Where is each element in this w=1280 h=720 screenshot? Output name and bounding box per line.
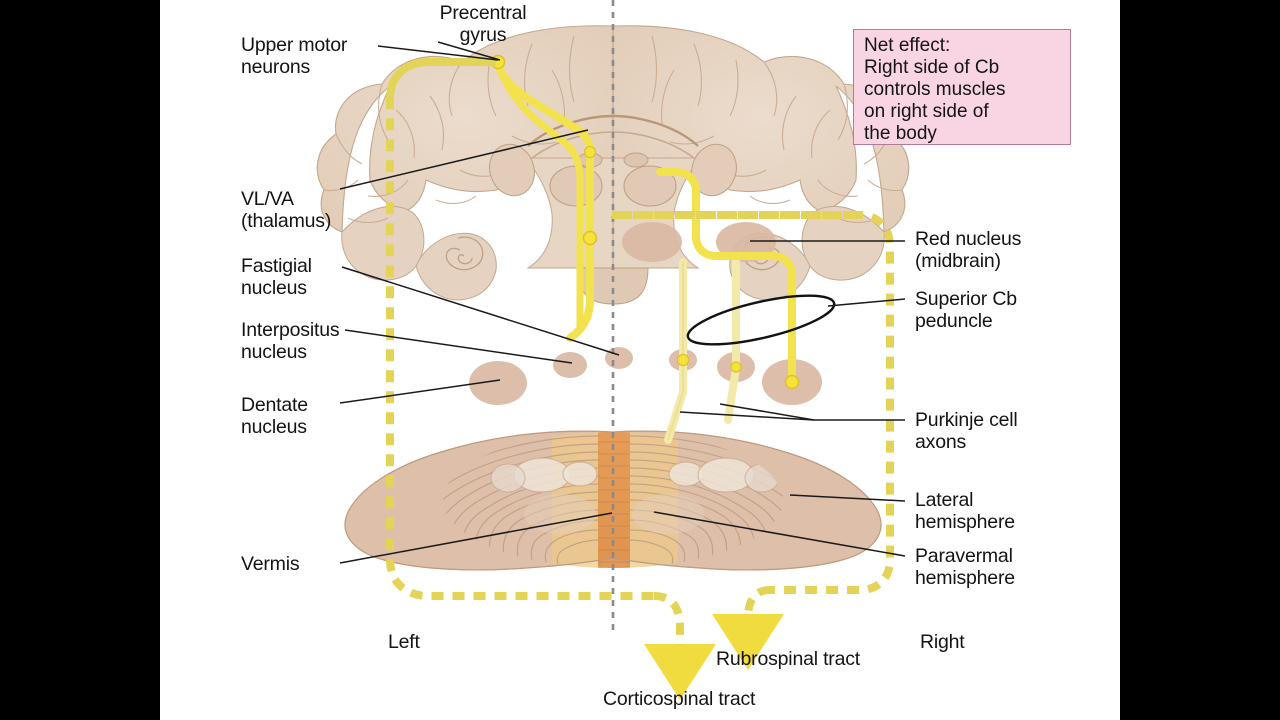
label-fastigial-nucleus: Fastigial nucleus bbox=[241, 255, 312, 299]
leader-vermis bbox=[339, 512, 613, 564]
leader-fastigial bbox=[341, 266, 620, 356]
pathway-layer bbox=[386, 54, 894, 700]
net-effect-callout-box: Net effect: Right side of Cb controls mu… bbox=[853, 29, 1071, 145]
label-upper-motor-neurons: Upper motor neurons bbox=[241, 34, 348, 78]
leader-vl-va bbox=[339, 129, 589, 190]
red-nucleus-right bbox=[622, 222, 682, 262]
anatomy-layer bbox=[316, 0, 910, 633]
letterbox-left bbox=[0, 0, 160, 720]
label-interpositus-nucleus: Interpositus nucleus bbox=[241, 319, 340, 363]
label-paravermal-hemisphere: Paravermal hemisphere bbox=[915, 545, 1015, 589]
leader-paravermal-hemisphere bbox=[653, 511, 906, 557]
leader-interpositus bbox=[344, 329, 573, 364]
net-effect-text: Net effect: Right side of Cb controls mu… bbox=[864, 35, 1006, 144]
label-precentral-gyrus: Precentral gyrus bbox=[439, 2, 527, 46]
leader-precentral-gyrus bbox=[437, 41, 501, 61]
label-vl-va-thalamus: VL/VA (thalamus) bbox=[241, 188, 332, 232]
leader-line-layer bbox=[339, 41, 906, 564]
label-superior-cb-peduncle: Superior Cb peduncle bbox=[915, 288, 1017, 332]
letterbox-right bbox=[1120, 0, 1280, 720]
cerebellum-section bbox=[344, 430, 882, 571]
leader-purkinje-branch-b bbox=[679, 411, 815, 421]
leader-lateral-hemisphere bbox=[789, 494, 906, 502]
label-left-side: Left bbox=[388, 631, 420, 653]
descending-tract-loop bbox=[386, 58, 894, 700]
interpositus-nucleus-left bbox=[553, 352, 587, 378]
cerebrum-coronal-section bbox=[316, 25, 910, 305]
label-right-side: Right bbox=[920, 631, 965, 653]
leader-superior-cb-peduncle bbox=[827, 298, 906, 307]
label-purkinje-cell-axons: Purkinje cell axons bbox=[915, 409, 1018, 453]
leader-upper-motor-neurons bbox=[377, 45, 499, 61]
label-red-nucleus: Red nucleus (midbrain) bbox=[915, 228, 1022, 272]
label-corticospinal-tract: Corticospinal tract bbox=[603, 688, 756, 710]
label-dentate-nucleus: Dentate nucleus bbox=[241, 394, 308, 438]
leader-dentate bbox=[339, 379, 501, 404]
label-lateral-hemisphere: Lateral hemisphere bbox=[915, 489, 1015, 533]
label-vermis: Vermis bbox=[241, 553, 300, 575]
label-rubrospinal-tract: Rubrospinal tract bbox=[716, 648, 861, 670]
superior-cerebellar-peduncle-ellipse bbox=[686, 294, 836, 346]
synapse-nodes bbox=[490, 54, 800, 390]
diagram-canvas: Precentral gyrus Upper motor neurons VL/… bbox=[160, 0, 1120, 720]
dentate-nucleus-left bbox=[469, 361, 527, 405]
leader-purkinje-branch-a bbox=[719, 403, 815, 421]
